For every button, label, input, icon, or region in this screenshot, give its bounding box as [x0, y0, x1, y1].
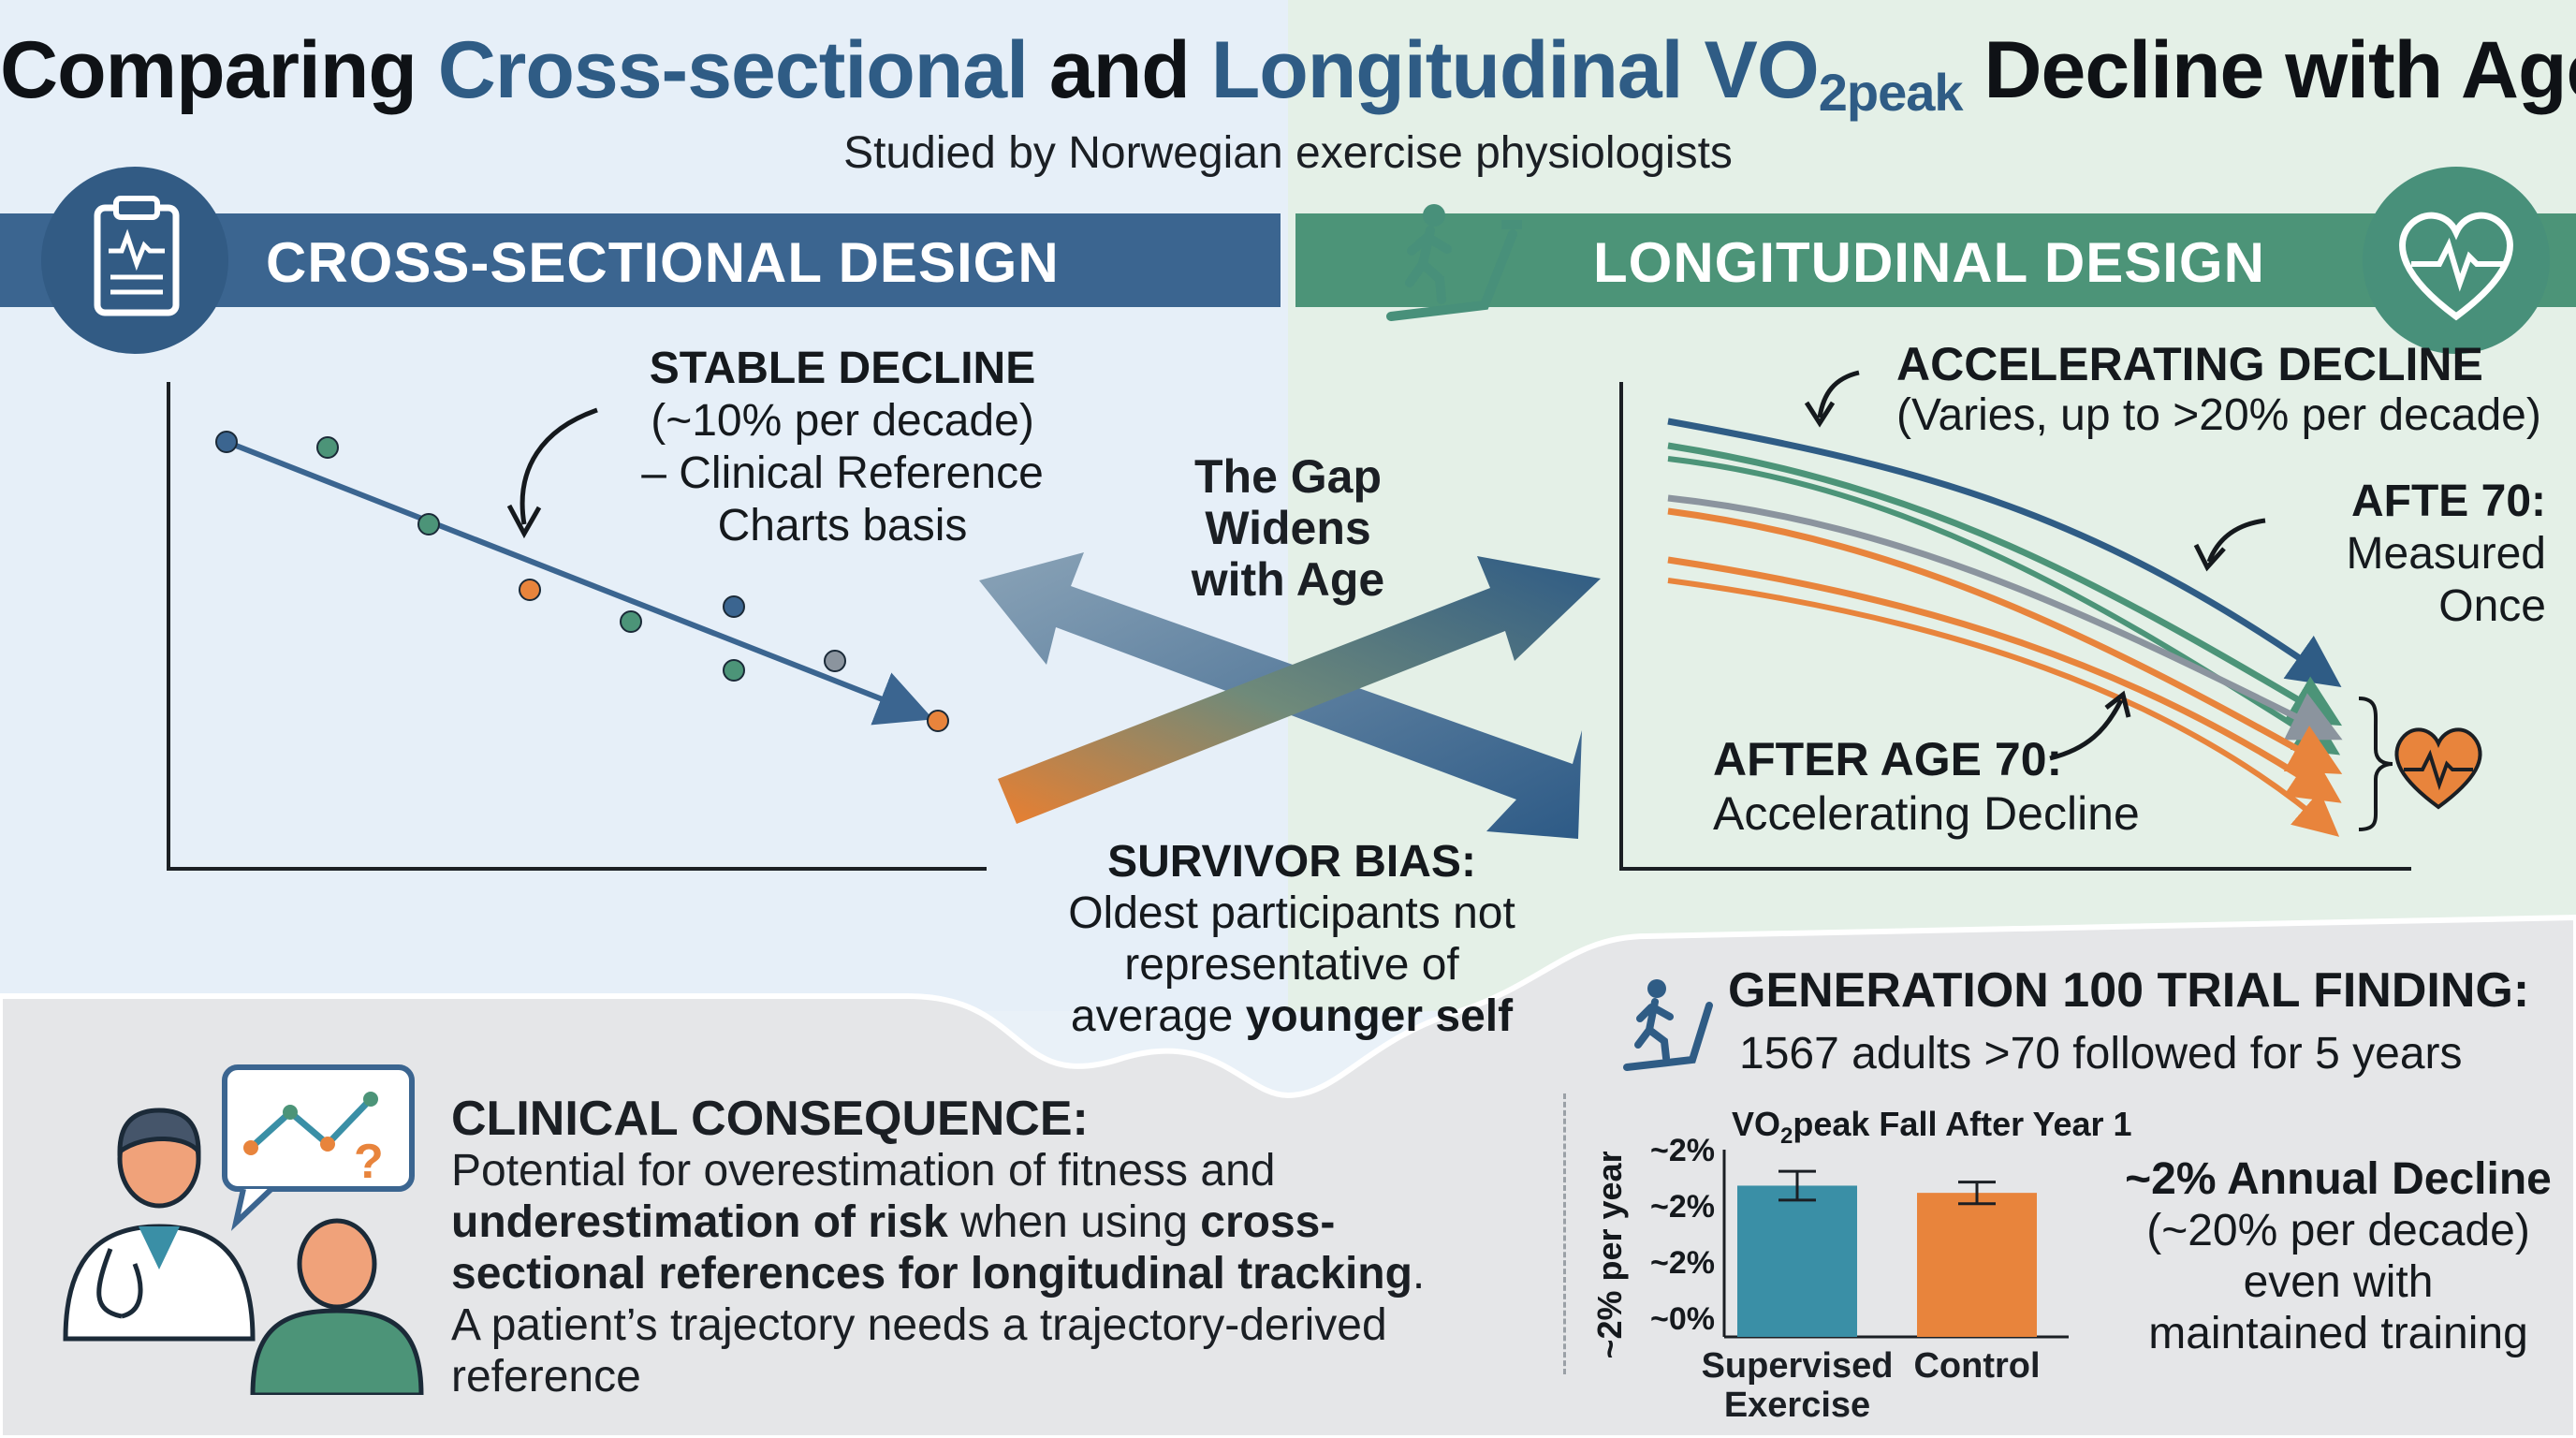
survivor-line: Oldest participants not [1068, 888, 1515, 938]
gap-label: The Gap Widens with Age [1148, 451, 1428, 606]
lg-curve [1667, 507, 2343, 774]
clinical-emphasis: cross- [1200, 1197, 1336, 1247]
clinical-line: A patient’s trajectory needs a trajector… [451, 1300, 1387, 1350]
bar [1917, 1193, 2037, 1337]
divider [1563, 1093, 1566, 1374]
page-subtitle: Studied by Norwegian exercise physiologi… [843, 128, 1733, 178]
cs-annotation-line: – Clinical Reference [641, 448, 1044, 498]
survivor-emphasis: younger self [1245, 991, 1514, 1041]
cs-point [215, 431, 238, 453]
clinical-title: CLINICAL CONSEQUENCE: [451, 1092, 1089, 1146]
survivor-line: representative of [1124, 940, 1459, 990]
bar-category-label: Supervised Exercise [1701, 1346, 1894, 1425]
bar-ytick-label: ~2% [1650, 1133, 1715, 1168]
gap-line: Widens [1205, 502, 1371, 554]
bar-ytick-label: ~2% [1650, 1245, 1715, 1281]
cs-point [824, 650, 846, 672]
bar-ytick-label: ~2% [1650, 1189, 1715, 1225]
cs-annotation-title: STABLE DECLINE [649, 344, 1036, 393]
cs-point [723, 595, 745, 618]
survivor-line: average [1070, 991, 1246, 1041]
cs-point [316, 436, 339, 459]
survivor-title: SURVIVOR BIAS: [1107, 837, 1476, 887]
cs-trend-line [225, 439, 934, 726]
heart-icon [2387, 721, 2490, 819]
after70-annotation: AFTER AGE 70: Accelerating Decline [1713, 732, 2140, 841]
clinical-emphasis: underestimation of risk [451, 1197, 948, 1247]
curve-bracket [2358, 697, 2393, 831]
cross-sectional-heading: CROSS-SECTIONAL DESIGN [266, 231, 1060, 294]
error-bar [1958, 1181, 1996, 1206]
lg-curve [1667, 494, 2343, 741]
annual-decline-line: even with [2243, 1257, 2434, 1307]
gap-line: The Gap [1193, 450, 1383, 503]
lg-annotation-title: ACCELERATING DECLINE [1896, 338, 2483, 390]
treadmill-icon [1623, 979, 1713, 1071]
generation-title: GENERATION 100 TRIAL FINDING: [1728, 963, 2530, 1018]
afte70-line: Measured [2346, 529, 2546, 579]
annual-decline-title: ~2% Annual Decline [2125, 1154, 2552, 1204]
lg-curve [1667, 556, 2342, 803]
lg-annotation-arrow [1817, 370, 1860, 418]
gap-line: with Age [1191, 553, 1385, 606]
cs-point [723, 659, 745, 682]
cs-annotation-arrow [520, 407, 598, 525]
annual-decline-line: maintained training [2148, 1309, 2528, 1358]
lg-curve [1667, 418, 2342, 688]
cross-sectional-panel [0, 0, 1288, 1011]
bar-chart [1722, 1150, 2069, 1339]
longitudinal-chart [1619, 370, 2411, 871]
page-title: Comparing Cross-sectional and Longitudin… [0, 25, 2576, 122]
doctor-patient-icon: ? [63, 1064, 424, 1395]
generation-subtitle: 1567 adults >70 followed for 5 years [1739, 1029, 2463, 1078]
survivor-bias-note: SURVIVOR BIAS: Oldest participants not r… [1030, 836, 1554, 1042]
bar-ytick-label: ~0% [1650, 1301, 1715, 1337]
svg-text:~2% per year: ~2% per year [1590, 1152, 1629, 1357]
clinical-line: Potential for overestimation of fitness … [451, 1146, 1276, 1196]
treadmill-runner-icon [1386, 204, 1522, 321]
cs-point [519, 579, 541, 601]
bar [1737, 1185, 1857, 1337]
heart-pulse-icon [2363, 167, 2550, 354]
gap-arrows [979, 552, 1601, 839]
lg-axes [1619, 382, 2411, 871]
cross-sectional-chart [167, 382, 987, 871]
cs-point [620, 610, 642, 633]
after70-sub: Accelerating Decline [1713, 787, 2140, 840]
clinical-line: when using [947, 1197, 1201, 1247]
cs-annotation-line: (~10% per decade) [651, 396, 1034, 446]
annual-decline-line: (~20% per decade) [2146, 1206, 2530, 1255]
longitudinal-heading: LONGITUDINAL DESIGN [1593, 231, 2265, 294]
clinical-consequence: CLINICAL CONSEQUENCE: Potential for over… [451, 1093, 1443, 1402]
bar-chart-title: VO2peak Fall After Year 1 [1732, 1105, 2132, 1150]
bar-category-group: Supervised Exercise Control [1629, 1346, 2078, 1425]
cs-point [417, 513, 440, 536]
lg-curve [1667, 578, 2340, 837]
after70-title: AFTER AGE 70: [1713, 733, 2063, 785]
clinical-line: reference [451, 1352, 641, 1401]
cs-axes [167, 382, 987, 871]
bar-category-label: Control [1913, 1346, 2041, 1386]
bar-ytick-group: ~2% ~2% ~2% ~0% [1629, 1133, 1722, 1369]
up-arrow [998, 556, 1601, 824]
afte70-annotation: AFTE 70: Measured Once [2284, 476, 2546, 633]
cs-annotation: STABLE DECLINE (~10% per decade) – Clini… [552, 343, 1133, 552]
cs-annotation-line: Charts basis [717, 501, 968, 550]
lg-annotation-sub: (Varies, up to >20% per decade) [1896, 390, 2541, 440]
cs-point [927, 710, 949, 732]
afte70-arrow [2206, 518, 2266, 563]
clipboard-icon [41, 167, 228, 354]
bar-chart-ylabel: ~2% per year [1584, 1150, 1640, 1358]
after70-arrow [2049, 698, 2124, 761]
afte70-line: Once [2438, 581, 2546, 631]
annual-decline-note: ~2% Annual Decline (~20% per decade) eve… [2123, 1153, 2554, 1359]
error-bar [1778, 1169, 1816, 1202]
longitudinal-panel [1288, 0, 2576, 1011]
clinical-line: . [1412, 1249, 1426, 1299]
clinical-emphasis: sectional references for longitudinal tr… [451, 1249, 1412, 1299]
lg-curve [1667, 442, 2343, 726]
svg-text:?: ? [354, 1135, 384, 1189]
afte70-title: AFTE 70: [2350, 477, 2546, 526]
